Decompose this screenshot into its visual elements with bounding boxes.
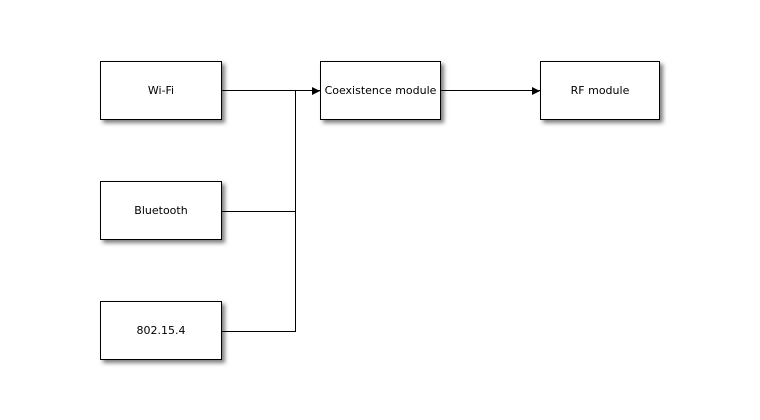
node-bluetooth: Bluetooth <box>100 181 222 240</box>
arrowhead-icon <box>312 86 320 95</box>
node-802-15-4: 802.15.4 <box>100 301 222 360</box>
node-coexistence-module: Coexistence module <box>320 61 441 120</box>
node-bluetooth-label: Bluetooth <box>134 204 188 217</box>
connector-coexistence-to-rf <box>441 90 540 91</box>
node-rf-module: RF module <box>540 61 660 120</box>
node-802-15-4-label: 802.15.4 <box>136 324 186 337</box>
arrowhead-icon <box>532 86 540 95</box>
node-wifi: Wi-Fi <box>100 61 222 120</box>
connector-bluetooth-to-trunk <box>222 211 296 212</box>
connector-802-15-4-to-trunk <box>222 331 296 332</box>
node-coexistence-module-label: Coexistence module <box>324 84 437 97</box>
connector-wifi-to-coexistence <box>222 90 320 91</box>
node-wifi-label: Wi-Fi <box>147 84 175 97</box>
node-rf-module-label: RF module <box>570 84 630 97</box>
